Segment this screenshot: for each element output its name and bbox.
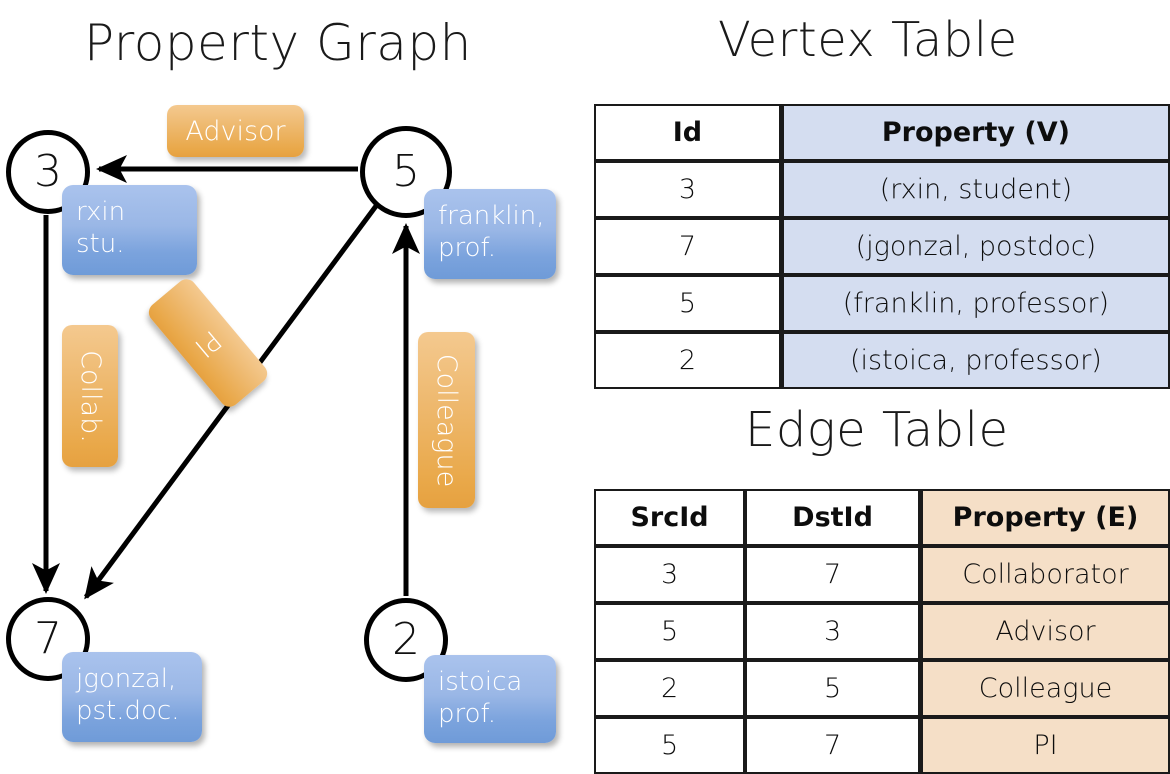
edge-table-cell-srcid: 2: [594, 660, 746, 717]
property-graph-panel: Property Graph 3 5 7 2 rxin stu. frankli…: [0, 0, 585, 760]
edge-table-cell-prop: Advisor: [919, 603, 1170, 660]
vertex-property-line: pst.doc.: [76, 695, 180, 726]
edge-table-cell-dstid: 7: [745, 717, 920, 774]
edge-table-cell-srcid: 5: [594, 603, 746, 660]
edge-table-cell-srcid: 5: [594, 717, 746, 774]
vertex-property-line: istoica: [438, 667, 523, 697]
vertex-property-line: rxin: [76, 197, 126, 227]
edge-table-header-dstid: DstId: [745, 489, 920, 546]
table-header-row: Id Property (V): [594, 104, 1170, 161]
page-title-vertex-table: Vertex Table: [718, 12, 1018, 68]
vertex-table-cell-prop: (franklin, professor): [780, 275, 1170, 332]
table-row[interactable]: 5 7 PI: [594, 717, 1170, 774]
vertex-property-callout-2: istoica prof.: [424, 655, 556, 743]
edge-table-header-prop: Property (E): [919, 489, 1170, 546]
edge-label-text: Advisor: [185, 115, 286, 147]
vertex-table-cell-prop: (rxin, student): [780, 161, 1170, 218]
vertex-property-callout-5: franklin, prof.: [424, 189, 556, 279]
page-title-property-graph: Property Graph: [84, 14, 472, 72]
table-header-row: SrcId DstId Property (E): [594, 489, 1170, 546]
vertex-table-cell-id: 5: [594, 275, 781, 332]
vertex-property-line: prof.: [438, 232, 497, 263]
vertex-table-cell-prop: (istoica, professor): [780, 332, 1170, 389]
vertex-table-cell-id: 3: [594, 161, 781, 218]
table-row[interactable]: 5 (franklin, professor): [594, 275, 1170, 332]
vertex-table-cell-prop: (jgonzal, postdoc): [780, 218, 1170, 275]
edge-label-text: Collab.: [74, 349, 106, 443]
edge-label-text: Colleague: [431, 353, 462, 487]
edge-table-cell-dstid: 7: [745, 546, 920, 603]
edge-label-advisor: Advisor: [167, 105, 304, 157]
vertex-table-header-id: Id: [594, 104, 781, 161]
edge-label-colleague: Colleague: [418, 332, 475, 508]
vertex-node-2[interactable]: 2: [364, 598, 448, 682]
edge-table-header-srcid: SrcId: [594, 489, 746, 546]
vertex-property-line: jgonzal,: [76, 664, 177, 694]
vertex-property-line: stu.: [76, 228, 125, 259]
vertex-table: Id Property (V) 3 (rxin, student) 7 (jgo…: [594, 104, 1170, 389]
table-row[interactable]: 2 (istoica, professor): [594, 332, 1170, 389]
edge-table-cell-dstid: 5: [745, 660, 920, 717]
edge-table-cell-prop: PI: [919, 717, 1170, 774]
edge-table-cell-srcid: 3: [594, 546, 746, 603]
page-title-edge-table: Edge Table: [745, 402, 1009, 458]
edge-table-cell-prop: Collaborator: [919, 546, 1170, 603]
table-row[interactable]: 5 3 Advisor: [594, 603, 1170, 660]
vertex-table-cell-id: 7: [594, 218, 781, 275]
vertex-property-callout-3: rxin stu.: [62, 185, 197, 275]
edge-label-text: PI: [188, 323, 228, 363]
table-row[interactable]: 3 (rxin, student): [594, 161, 1170, 218]
edge-table-cell-dstid: 3: [745, 603, 920, 660]
table-row[interactable]: 2 5 Colleague: [594, 660, 1170, 717]
edge-label-collab: Collab.: [62, 325, 118, 467]
vertex-property-line: prof.: [438, 698, 497, 729]
edge-table-cell-prop: Colleague: [919, 660, 1170, 717]
vertex-property-line: franklin,: [438, 201, 545, 231]
table-row[interactable]: 3 7 Collaborator: [594, 546, 1170, 603]
vertex-table-cell-id: 2: [594, 332, 781, 389]
edge-table: SrcId DstId Property (E) 3 7 Collaborato…: [594, 489, 1170, 774]
vertex-property-callout-7: jgonzal, pst.doc.: [62, 652, 202, 742]
vertex-table-header-prop: Property (V): [780, 104, 1170, 161]
vertex-node-5[interactable]: 5: [360, 126, 452, 218]
table-row[interactable]: 7 (jgonzal, postdoc): [594, 218, 1170, 275]
